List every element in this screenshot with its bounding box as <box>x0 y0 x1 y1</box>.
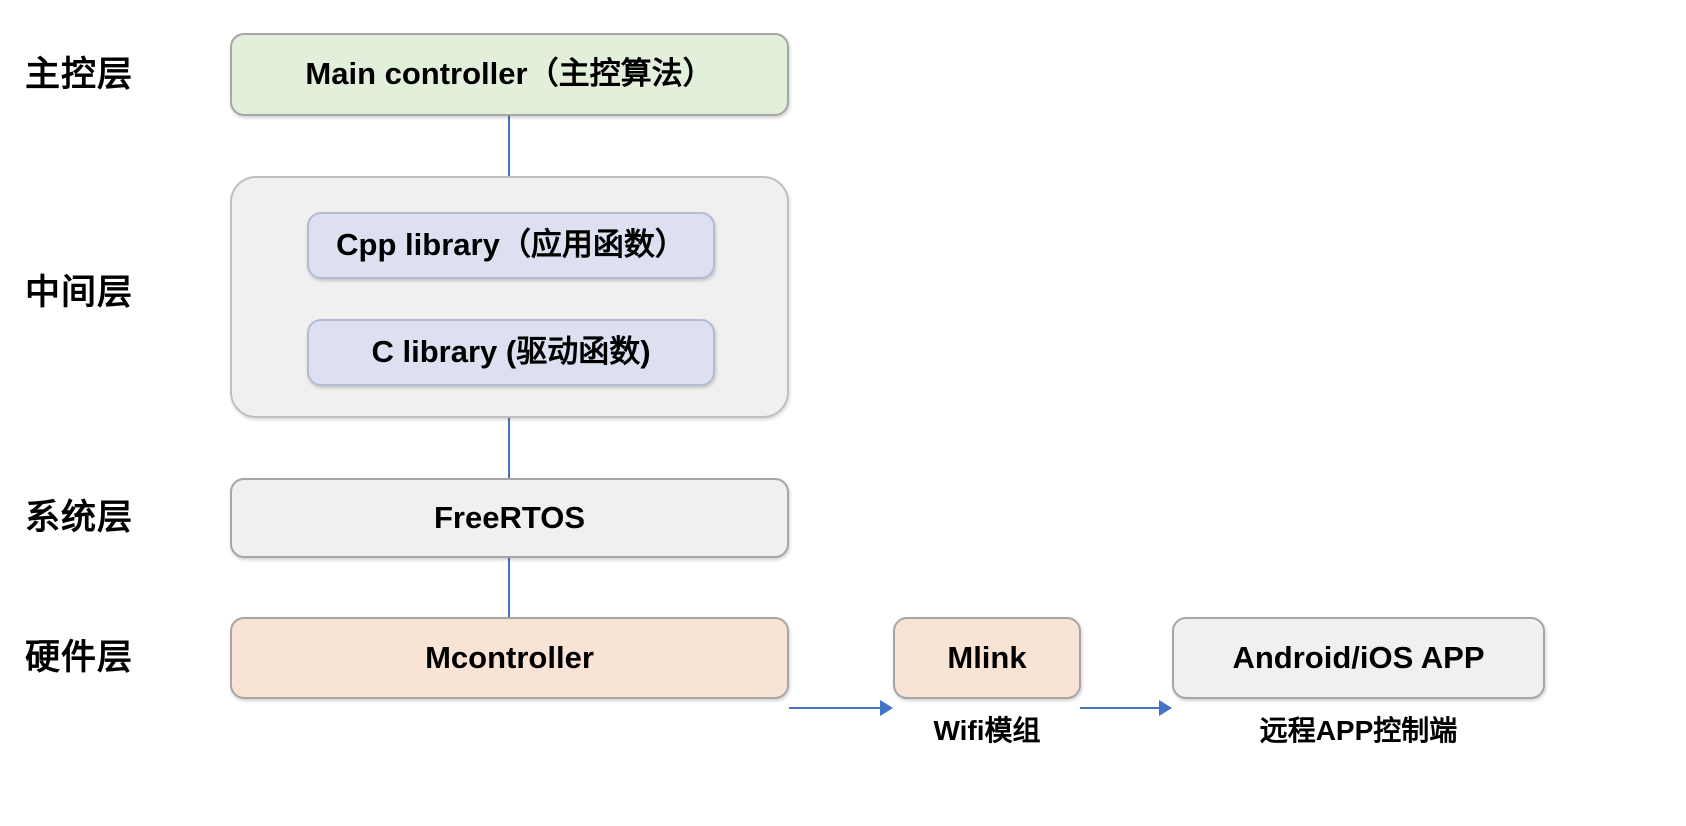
layer-label-main-control: 主控层 <box>25 55 134 94</box>
arrow-head-app-icon <box>1159 700 1172 716</box>
node-main-controller[interactable]: Main controller（主控算法） <box>230 33 789 116</box>
node-mlink-label: Mlink <box>947 639 1027 675</box>
layer-label-middle: 中间层 <box>25 273 134 312</box>
caption-mlink: Wifi模组 <box>933 715 1041 746</box>
caption-app: 远程APP控制端 <box>1259 715 1458 746</box>
connector-main-to-middle <box>508 115 510 177</box>
arrow-head-mlink-icon <box>880 700 893 716</box>
connector-mcontroller-to-mlink <box>789 707 880 709</box>
middle-layer-container: Cpp library（应用函数） C library (驱动函数) <box>230 176 789 418</box>
connector-mlink-to-app <box>1080 707 1159 709</box>
node-app-label: Android/iOS APP <box>1232 639 1485 675</box>
node-main-controller-label: Main controller（主控算法） <box>305 56 714 92</box>
node-freertos-label: FreeRTOS <box>433 499 586 535</box>
node-mcontroller-label: Mcontroller <box>425 639 594 675</box>
node-cpp-library[interactable]: Cpp library（应用函数） <box>307 212 715 279</box>
connector-system-to-hardware <box>508 557 510 618</box>
node-mcontroller[interactable]: Mcontroller <box>230 617 789 699</box>
connector-middle-to-system <box>508 417 510 478</box>
layer-label-hardware: 硬件层 <box>25 638 134 677</box>
node-app[interactable]: Android/iOS APP <box>1172 617 1545 699</box>
node-mlink[interactable]: Mlink <box>893 617 1081 699</box>
node-freertos[interactable]: FreeRTOS <box>230 478 789 558</box>
layer-label-system: 系统层 <box>25 498 134 537</box>
node-c-library-label: C library (驱动函数) <box>371 334 651 370</box>
node-cpp-library-label: Cpp library（应用函数） <box>336 227 686 263</box>
node-c-library[interactable]: C library (驱动函数) <box>307 319 715 386</box>
